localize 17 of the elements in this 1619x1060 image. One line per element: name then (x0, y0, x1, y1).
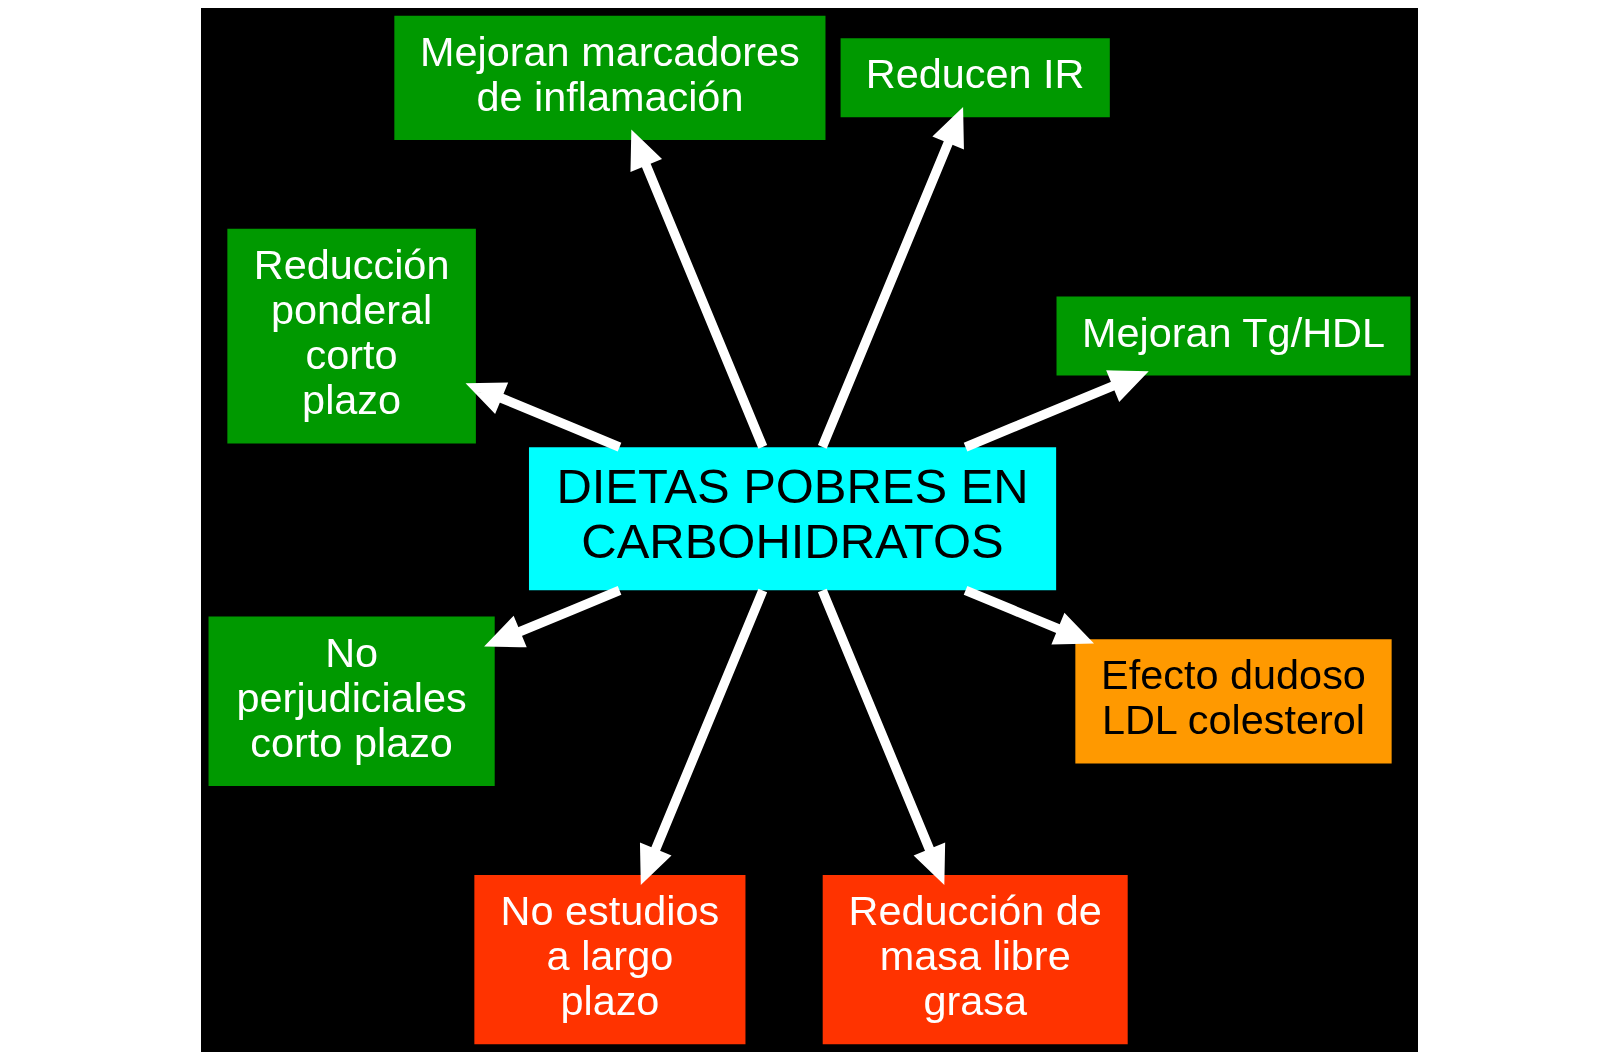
arrow (484, 586, 622, 648)
node-box: Reducción ponderal corto plazo (227, 228, 476, 444)
node-box: No perjudiciales corto plazo (208, 616, 495, 787)
arrow (639, 588, 768, 886)
node-box: Mejoran marcadores de inflamación (394, 15, 826, 140)
arrow (817, 588, 946, 886)
node-box: No estudios a largo plazo (474, 874, 746, 1045)
node-box: Reducen IR (840, 38, 1110, 118)
node-box: Reducción de masa libre grasa (822, 874, 1128, 1045)
arrow (817, 107, 964, 449)
arrow (630, 129, 768, 449)
arrow (465, 382, 622, 452)
node-box: Efecto dudoso LDL colesterol (1075, 639, 1392, 764)
node-box: DIETAS POBRES EN CARBOHIDRATOS (528, 447, 1057, 591)
arrow (963, 370, 1149, 452)
arrow (963, 586, 1094, 645)
node-box: Mejoran Tg/HDL (1056, 296, 1411, 376)
